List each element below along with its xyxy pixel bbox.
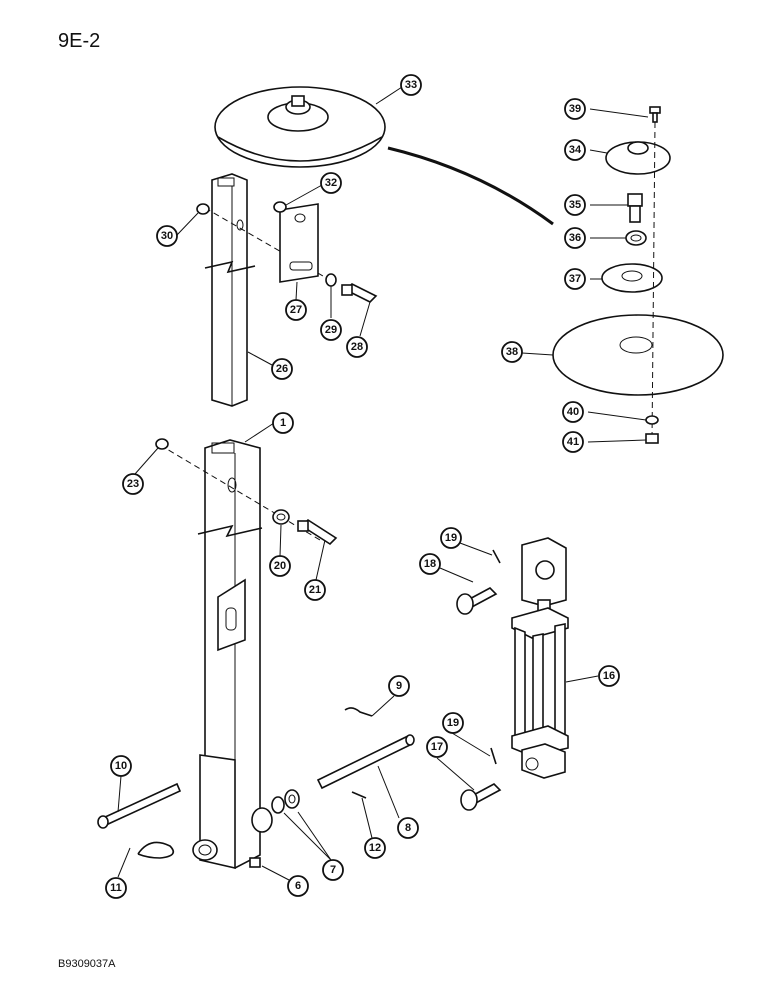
leader-lines [117, 86, 649, 881]
svg-text:39: 39 [569, 103, 581, 115]
bearing-36-illustration [625, 230, 647, 246]
callout-28: 28 [346, 336, 368, 358]
svg-text:6: 6 [295, 880, 301, 892]
callout-37: 37 [564, 268, 586, 290]
svg-text:30: 30 [161, 230, 173, 242]
callout-11: 11 [105, 877, 127, 899]
bolt-39-illustration [649, 106, 661, 123]
pin-9-illustration [344, 707, 373, 717]
svg-text:16: 16 [603, 670, 615, 682]
tube-26-illustration [204, 173, 256, 407]
washer-40-illustration [645, 415, 659, 425]
svg-text:26: 26 [276, 363, 288, 375]
washer-29-illustration [325, 273, 337, 287]
svg-text:29: 29 [325, 324, 337, 336]
svg-text:10: 10 [115, 760, 127, 772]
svg-text:8: 8 [405, 822, 411, 834]
callout-30: 30 [156, 225, 178, 247]
svg-text:11: 11 [110, 882, 122, 894]
svg-text:9: 9 [396, 680, 402, 692]
svg-text:40: 40 [567, 406, 579, 418]
cylinder-16-illustration [511, 537, 569, 779]
callout-9: 9 [388, 675, 410, 697]
nut-41-illustration [645, 433, 659, 444]
callout-19-lower: 19 [442, 712, 464, 734]
drawing-code: B9309037A [58, 958, 116, 970]
callout-17: 17 [426, 736, 448, 758]
callout-12: 12 [364, 837, 386, 859]
svg-text:19: 19 [445, 532, 457, 544]
cotter-19-lower-illustration [490, 747, 497, 765]
svg-text:28: 28 [351, 341, 363, 353]
pin-17-illustration [460, 783, 502, 811]
svg-text:36: 36 [569, 232, 581, 244]
callout-39: 39 [564, 98, 586, 120]
callout-1: 1 [272, 412, 294, 434]
callout-16: 16 [598, 665, 620, 687]
clip-11-illustration [137, 841, 175, 859]
callout-36: 36 [564, 227, 586, 249]
svg-text:33: 33 [405, 79, 417, 91]
leader-curve [387, 146, 554, 226]
pin-18-illustration [456, 587, 498, 615]
nut-23-illustration [155, 438, 169, 450]
bracket-27-illustration [279, 203, 319, 283]
svg-text:19: 19 [447, 717, 459, 729]
svg-text:1: 1 [280, 417, 286, 429]
disc-38-illustration [552, 314, 724, 396]
svg-text:23: 23 [127, 478, 139, 490]
svg-text:41: 41 [567, 436, 579, 448]
svg-text:7: 7 [330, 864, 336, 876]
disc-33-illustration [214, 86, 386, 168]
callout-33: 33 [400, 74, 422, 96]
callout-21: 21 [304, 579, 326, 601]
callout-7: 7 [322, 859, 344, 881]
spindle-35-illustration [627, 193, 643, 223]
pin-12-illustration [351, 791, 367, 799]
hub-34-illustration [605, 141, 671, 175]
pin-10-illustration [97, 782, 182, 829]
cotter-19-upper-illustration [492, 549, 501, 564]
callout-20: 20 [269, 555, 291, 577]
callout-23: 23 [122, 473, 144, 495]
svg-text:32: 32 [325, 177, 337, 189]
shaft-8-illustration [316, 734, 415, 790]
bushing-20-illustration [272, 509, 290, 525]
callout-10: 10 [110, 755, 132, 777]
callout-35: 35 [564, 194, 586, 216]
svg-text:35: 35 [569, 199, 581, 211]
svg-text:37: 37 [569, 273, 581, 285]
cap-37-illustration [601, 263, 663, 293]
nut-30-illustration [196, 203, 210, 215]
bolt-21-illustration [297, 518, 338, 546]
tube-1-illustration [192, 439, 273, 870]
bolt-28-illustration [341, 283, 378, 303]
svg-text:20: 20 [274, 560, 286, 572]
callout-32: 32 [320, 172, 342, 194]
svg-text:34: 34 [569, 144, 582, 156]
page-title: 9E-2 [58, 30, 101, 52]
svg-text:38: 38 [506, 346, 518, 358]
callout-40: 40 [562, 401, 584, 423]
svg-text:27: 27 [290, 304, 302, 316]
svg-text:21: 21 [309, 584, 321, 596]
callout-18: 18 [419, 553, 441, 575]
svg-text:17: 17 [431, 741, 443, 753]
callout-34: 34 [564, 139, 586, 161]
callout-6: 6 [287, 875, 309, 897]
svg-text:12: 12 [369, 842, 381, 854]
callout-26: 26 [271, 358, 293, 380]
callout-8: 8 [397, 817, 419, 839]
washers-7-illustration [271, 789, 300, 814]
callout-19-upper: 19 [440, 527, 462, 549]
washer-32-illustration [273, 201, 287, 213]
nut-6-illustration [249, 857, 261, 868]
callout-38: 38 [501, 341, 523, 363]
svg-text:18: 18 [424, 558, 436, 570]
callout-41: 41 [562, 431, 584, 453]
callout-27: 27 [285, 299, 307, 321]
callout-29: 29 [320, 319, 342, 341]
